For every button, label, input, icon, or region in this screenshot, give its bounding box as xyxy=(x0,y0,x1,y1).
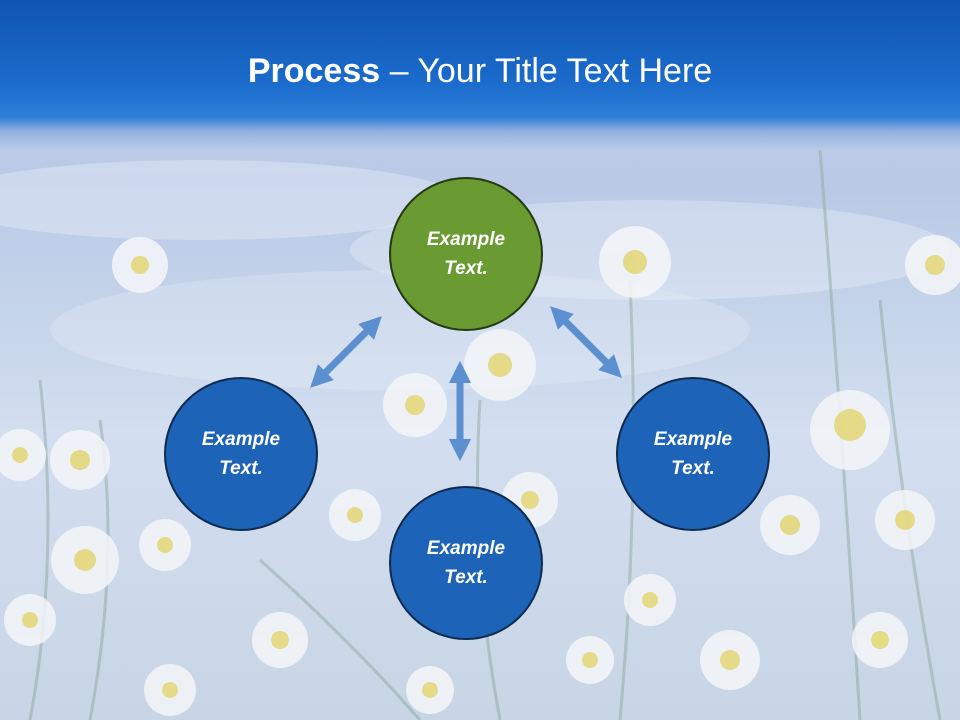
node-top-label: Example Text. xyxy=(426,229,506,279)
page-title: Process – Your Title Text Here xyxy=(0,52,960,91)
node-left: Example Text. xyxy=(164,377,318,531)
node-right: Example Text. xyxy=(616,377,770,531)
node-top: Example Text. xyxy=(389,177,543,331)
arrow-top-left xyxy=(310,316,382,388)
node-bottom: Example Text. xyxy=(389,486,543,640)
arrow-top-right xyxy=(550,306,622,378)
node-right-label: Example Text. xyxy=(653,429,733,479)
title-bold: Process xyxy=(247,52,381,90)
title-bar xyxy=(0,0,960,150)
node-left-label: Example Text. xyxy=(201,429,281,479)
node-bottom-label: Example Text. xyxy=(426,538,506,588)
title-rest: – Your Title Text Here xyxy=(380,52,713,90)
